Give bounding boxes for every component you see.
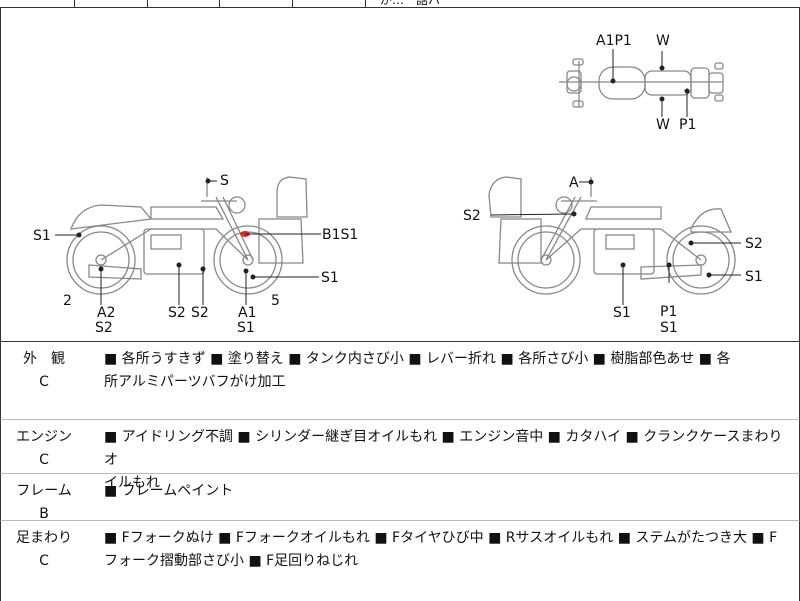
items-line: ■ アイドリング不調 ■ シリンダー継ぎ目オイルもれ ■ エンジン音中 ■ カタ… [104,429,783,468]
label-a2: A2 [97,305,116,321]
category-name: 足まわり [16,530,72,546]
category-grade: B [39,506,49,522]
items-line: ■ 各所うすきず ■ 塗り替え ■ タンク内さび小 ■ レバー折れ ■ 各所さび… [104,351,731,367]
top-view-motorcycle [559,58,724,108]
header-cell-divider [74,0,75,7]
row-exterior: 外 観 C ■ 各所うすきず ■ 塗り替え ■ タンク内さび小 ■ レバー折れ … [0,342,800,420]
label-s1-rear-wheel: S1 [745,269,763,285]
category-cell: 外 観 C [1,348,87,394]
leader-lines [55,49,741,305]
row-suspension: 足まわり C ■ Fフォークぬけ ■ Fフォークオイルもれ ■ Fタイヤひび中 … [0,521,800,601]
header-partial-text: が…ー話ハ [380,0,441,7]
label-s2-exhaust: S2 [191,305,209,321]
label-s1-under-a1: S1 [237,320,255,336]
category-grade: C [39,452,49,468]
category-name: フレーム [16,483,72,499]
header-cell-divider [365,0,366,7]
category-cell: 足まわり C [1,527,87,573]
label-num-2: 2 [63,293,72,309]
items-line: ■ Fフォークぬけ ■ Fフォークオイルもれ ■ Fタイヤひび中 ■ Rサスオイ… [104,530,778,546]
items-line: ■ フレームペイント [104,483,234,499]
items-line: フォーク摺動部さび小 ■ F足回りねじれ [104,553,359,569]
label-s2-rear: S2 [745,236,763,252]
label-p1-top: P1 [679,117,697,133]
left-side-motorcycle [66,176,308,295]
label-s1-engine: S1 [613,305,631,321]
label-p1-right: P1 [660,304,678,320]
label-a1: A1 [238,305,257,321]
label-w-top: W [656,33,670,49]
label-s1-rear-fender: S1 [33,228,51,244]
label-s1-front-wheel: S1 [321,270,339,286]
items-line: 所アルミパーツバフがけ加工 [104,374,286,390]
damage-markers [76,65,712,280]
label-s-handlebar: S [220,173,229,189]
category-name: エンジン [16,429,72,445]
header-cell-divider [147,0,148,7]
label-a-handlebar: A [569,175,579,191]
condition-items: ■ Fフォークぬけ ■ Fフォークオイルもれ ■ Fタイヤひび中 ■ Rサスオイ… [104,527,794,573]
damage-diagram: A1P1 W W P1 S S1 B1S1 S1 2 A2 S2 S2 S2 A… [0,7,800,342]
header-cell-divider [219,0,220,7]
header-cell-divider [292,0,293,7]
row-frame: フレーム B ■ フレームペイント [0,474,800,522]
label-b1s1: B1S1 [322,227,359,243]
label-w-bottom: W [656,117,670,133]
condition-items: ■ 各所うすきず ■ 塗り替え ■ タンク内さび小 ■ レバー折れ ■ 各所さび… [104,348,794,394]
motorcycle-diagram [55,49,741,305]
label-s2-fairing: S2 [463,208,481,224]
category-cell: フレーム B [1,480,87,526]
category-name: 外 観 [23,351,65,367]
label-a1p1-top: A1P1 [596,33,632,49]
category-grade: C [39,553,49,569]
label-s2-engine: S2 [168,305,186,321]
category-cell: エンジン C [1,426,87,472]
top-header-strip: が…ー話ハ [0,0,800,8]
condition-items: ■ フレームペイント [104,480,794,503]
condition-items: ■ アイドリング不調 ■ シリンダー継ぎ目オイルもれ ■ エンジン音中 ■ カタ… [104,426,794,495]
label-s1-under-p1: S1 [660,320,678,336]
row-engine: エンジン C ■ アイドリング不調 ■ シリンダー継ぎ目オイルもれ ■ エンジン… [0,420,800,491]
right-side-motorcycle [488,176,736,295]
label-s2-under-a2: S2 [95,320,113,336]
category-grade: C [39,374,49,390]
items-line: イルもれ [104,475,160,491]
label-num-5: 5 [271,293,280,309]
